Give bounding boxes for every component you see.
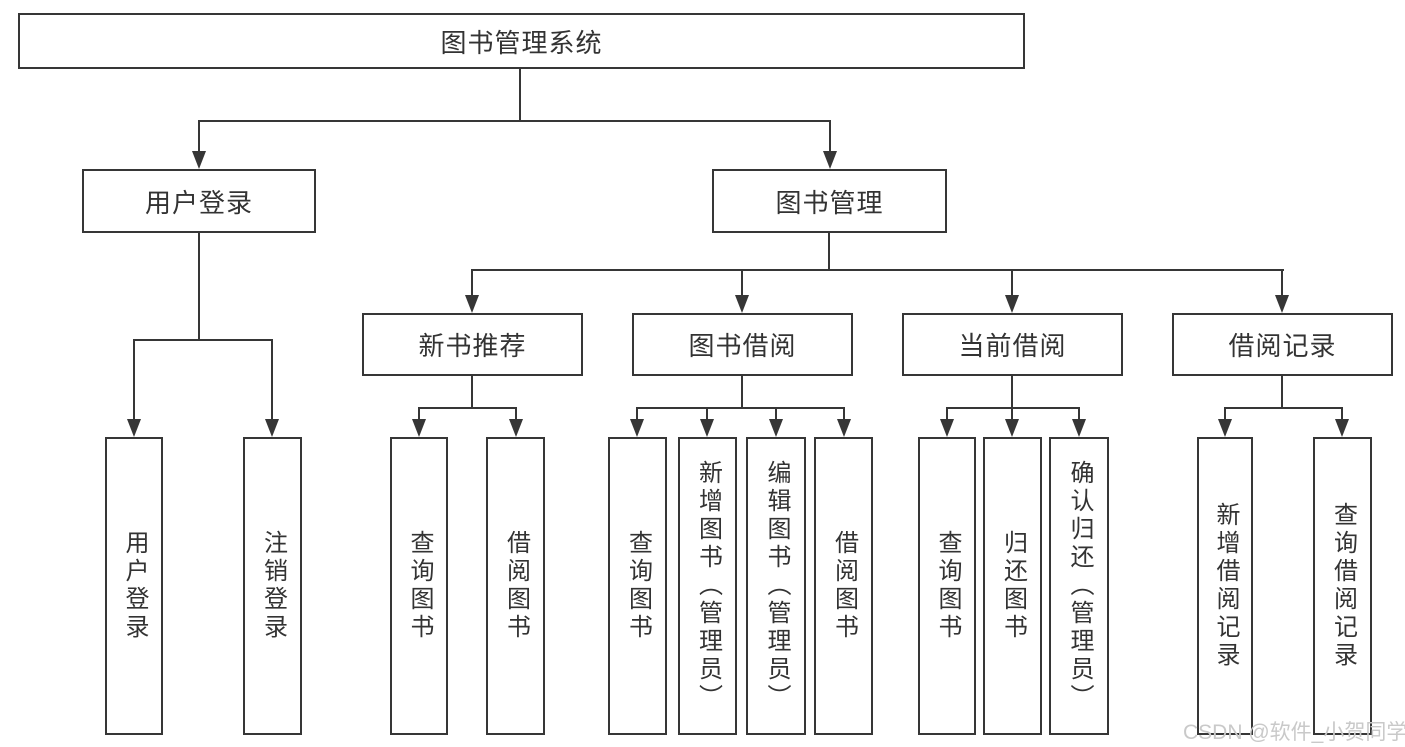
leaf-edit-book-label: 编辑图书（管理员） <box>763 460 790 712</box>
connector-leaf-drop <box>1078 407 1080 421</box>
connector-new-book-stub <box>471 374 473 409</box>
arrow-down-icon <box>1335 419 1349 437</box>
connector-leaf-drop <box>515 407 517 421</box>
leaf-query-book-recommend: 查询图书 <box>390 437 448 735</box>
connector-borrow-drop <box>741 269 743 297</box>
connector-leaf-drop <box>706 407 708 421</box>
node-borrowing-records-label: 借阅记录 <box>1228 331 1337 361</box>
leaf-logout: 注销登录 <box>243 437 302 735</box>
connector-leaf-drop <box>775 407 777 421</box>
leaf-add-borrow-record: 新增借阅记录 <box>1197 437 1253 735</box>
node-root-label: 图书管理系统 <box>440 27 603 58</box>
connector-login-stub <box>198 231 200 341</box>
arrow-down-icon <box>465 295 479 313</box>
node-book-borrowing-label: 图书借阅 <box>688 331 797 361</box>
arrow-down-icon <box>1005 419 1019 437</box>
leaf-add-book-admin: 新增图书（管理员） <box>678 437 737 735</box>
connector-leaf-drop <box>636 407 638 421</box>
arrow-down-icon <box>823 151 837 169</box>
connector-leaf-drop <box>133 339 135 421</box>
node-current-borrowing-label: 当前借阅 <box>958 331 1067 361</box>
node-new-book-recommend: 新书推荐 <box>362 313 583 376</box>
leaf-confirm-return-label: 确认归还（管理员） <box>1066 460 1093 712</box>
leaf-query-borrow-record-label: 查询借阅记录 <box>1329 502 1357 670</box>
watermark: CSDN @软件_小贺同学 <box>1183 721 1405 744</box>
leaf-user-login: 用户登录 <box>105 437 163 735</box>
arrow-down-icon <box>940 419 954 437</box>
connector-leaf-drop <box>843 407 845 421</box>
arrow-down-icon <box>265 419 279 437</box>
node-book-management-label: 图书管理 <box>775 187 884 218</box>
connector-root-stub <box>519 66 521 122</box>
arrow-down-icon <box>412 419 426 437</box>
node-new-book-recommend-label: 新书推荐 <box>418 331 527 361</box>
connector-leaf-drop <box>946 407 948 421</box>
arrow-down-icon <box>127 419 141 437</box>
node-root: 图书管理系统 <box>18 13 1025 69</box>
connector-borrow-rail <box>636 407 845 409</box>
leaf-query-book-label: 查询图书 <box>406 530 433 642</box>
connector-borrow-stub <box>741 374 743 409</box>
leaf-return-book: 归还图书 <box>983 437 1042 735</box>
leaf-borrow-book-label: 借阅图书 <box>502 530 530 642</box>
leaf-borrow-book-label: 借阅图书 <box>830 530 858 642</box>
connector-records-drop <box>1281 269 1283 297</box>
connector-leaf-drop <box>1011 407 1013 421</box>
leaf-confirm-return-admin: 确认归还（管理员） <box>1049 437 1109 735</box>
node-current-borrowing: 当前借阅 <box>902 313 1123 376</box>
leaf-borrow-book: 借阅图书 <box>814 437 873 735</box>
connector-leaf-drop <box>418 407 420 421</box>
leaf-query-book-label: 查询图书 <box>624 530 652 642</box>
leaf-edit-book-admin: 编辑图书（管理员） <box>746 437 806 735</box>
node-borrowing-records: 借阅记录 <box>1172 313 1393 376</box>
arrow-down-icon <box>509 419 523 437</box>
arrow-down-icon <box>1275 295 1289 313</box>
leaf-user-login-label: 用户登录 <box>121 530 148 642</box>
node-user-login-label: 用户登录 <box>144 187 253 218</box>
connector-current-rail <box>946 407 1080 409</box>
connector-login-rail <box>133 339 273 341</box>
leaf-query-book-borrowing: 查询图书 <box>608 437 667 735</box>
leaf-add-borrow-record-label: 新增借阅记录 <box>1212 502 1239 670</box>
arrow-down-icon <box>769 419 783 437</box>
leaf-borrow-book-recommend: 借阅图书 <box>486 437 545 735</box>
arrow-down-icon <box>735 295 749 313</box>
connector-book-mgmt-stub <box>828 231 830 271</box>
connector-level2-rail <box>198 120 831 122</box>
connector-current-stub <box>1011 374 1013 409</box>
node-book-management: 图书管理 <box>712 169 947 233</box>
arrow-down-icon <box>192 151 206 169</box>
leaf-return-book-label: 归还图书 <box>999 530 1027 642</box>
connector-records-rail <box>1224 407 1343 409</box>
connector-new-book-drop <box>471 269 473 297</box>
arrow-down-icon <box>837 419 851 437</box>
node-user-login: 用户登录 <box>82 169 316 233</box>
leaf-query-borrow-record: 查询借阅记录 <box>1313 437 1372 735</box>
arrow-down-icon <box>1005 295 1019 313</box>
connector-leaf-drop <box>1341 407 1343 421</box>
arrow-down-icon <box>700 419 714 437</box>
connector-level3-rail <box>471 269 1284 271</box>
connector-current-drop <box>1011 269 1013 297</box>
connector-leaf-drop <box>1224 407 1226 421</box>
connector-leaf-drop <box>271 339 273 421</box>
leaf-add-book-label: 新增图书（管理员） <box>694 460 722 712</box>
connector-user-login-drop <box>198 120 200 153</box>
node-book-borrowing: 图书借阅 <box>632 313 853 376</box>
leaf-logout-label: 注销登录 <box>259 530 287 642</box>
leaf-query-book-label: 查询图书 <box>934 530 961 642</box>
connector-book-mgmt-drop <box>829 120 831 153</box>
connector-new-book-rail <box>418 407 517 409</box>
arrow-down-icon <box>1218 419 1232 437</box>
arrow-down-icon <box>1072 419 1086 437</box>
connector-records-stub <box>1281 374 1283 409</box>
arrow-down-icon <box>630 419 644 437</box>
leaf-query-book-current: 查询图书 <box>918 437 976 735</box>
